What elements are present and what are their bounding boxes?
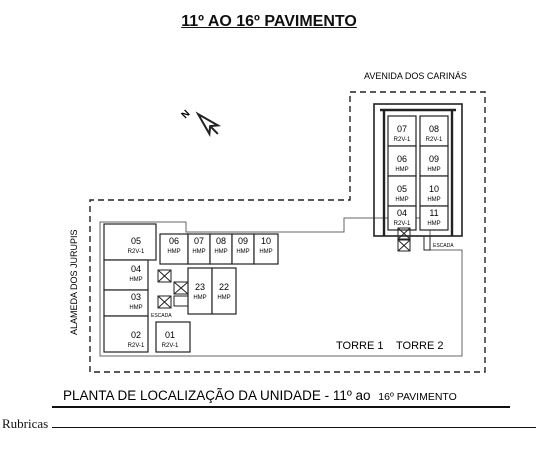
- unit-type: HMP: [214, 249, 227, 255]
- unit-type: HMP: [193, 295, 206, 301]
- unit-type: HMP: [129, 305, 142, 311]
- unit-type: HMP: [427, 197, 440, 203]
- caption-tail: 16º PAVIMENTO: [378, 391, 457, 403]
- unit-number: 02: [131, 330, 141, 340]
- unit-type: R2V-1: [128, 249, 145, 255]
- lot-boundary: [89, 91, 486, 373]
- unit-number: 09: [429, 154, 439, 164]
- stair-label-t1: ESCADA: [151, 313, 172, 319]
- unit-number: 22: [219, 282, 229, 292]
- tower1-label: TORRE 1: [336, 340, 383, 352]
- unit-type: HMP: [395, 197, 408, 203]
- unit-number: 01: [165, 330, 175, 340]
- unit-type: HMP: [236, 249, 249, 255]
- alameda-label: ALAMEDA DOS JURUPIS: [69, 229, 79, 335]
- unit-number: 04: [397, 208, 407, 218]
- unit-labels: 07R2V-108R2V-106HMP09HMP05HMP10HMP04R2V-…: [128, 124, 443, 349]
- unit-type: HMP: [427, 221, 440, 227]
- page-title: 11º AO 16º PAVIMENTO: [181, 13, 357, 30]
- rubricas-line: [52, 427, 536, 428]
- unit-type: HMP: [427, 167, 440, 173]
- unit-number: 04: [131, 264, 141, 274]
- unit-type: R2V-1: [426, 137, 443, 143]
- unit-number: 10: [429, 184, 439, 194]
- unit-number: 23: [195, 282, 205, 292]
- unit-type: HMP: [395, 167, 408, 173]
- unit-number: 08: [429, 124, 439, 134]
- unit-number: 06: [169, 236, 179, 246]
- unit-type: HMP: [259, 249, 272, 255]
- tower1-elevators: [157, 269, 189, 309]
- unit-type: R2V-1: [162, 343, 179, 349]
- unit-number: 07: [194, 236, 204, 246]
- unit-type: R2V-1: [128, 343, 145, 349]
- unit-type: HMP: [167, 249, 180, 255]
- unit-number: 10: [261, 236, 271, 246]
- avenida-label: AVENIDA DOS CARINÁS: [364, 71, 467, 81]
- unit-type: HMP: [217, 295, 230, 301]
- unit-number: 11: [429, 208, 438, 218]
- unit-number: 06: [397, 154, 407, 164]
- north-arrow: [195, 111, 222, 138]
- unit-number: 05: [131, 236, 141, 246]
- unit-type: HMP: [129, 277, 142, 283]
- tower2-units: [387, 115, 449, 231]
- unit-type: HMP: [192, 249, 205, 255]
- rubricas-label: Rubricas: [2, 416, 49, 431]
- tower2-label: TORRE 2: [396, 340, 443, 352]
- north-label: N: [180, 108, 193, 121]
- stair-label-t2: ESCADA: [433, 243, 454, 249]
- caption-main: PLANTA DE LOCALIZAÇÃO DA UNIDADE - 11º a…: [63, 388, 457, 403]
- unit-type: R2V-1: [394, 137, 411, 143]
- unit-number: 03: [131, 292, 141, 302]
- tower2-elevators: [397, 227, 431, 252]
- unit-number: 09: [238, 236, 248, 246]
- unit-number: 08: [216, 236, 226, 246]
- unit-type: R2V-1: [394, 221, 411, 227]
- unit-number: 07: [397, 124, 407, 134]
- tower1-units: [103, 223, 279, 353]
- unit-number: 05: [397, 184, 407, 194]
